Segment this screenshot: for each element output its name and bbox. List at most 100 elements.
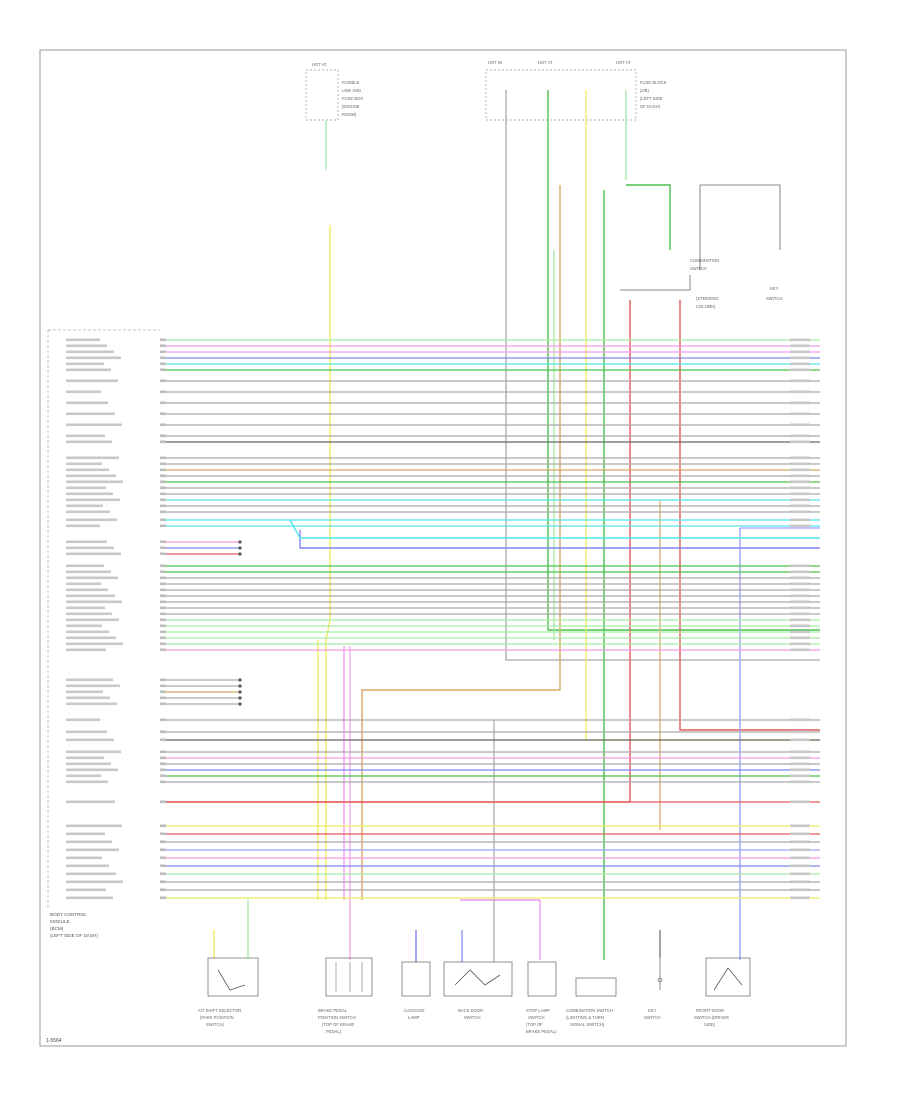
pin-label-mark	[66, 718, 100, 722]
wire-color-mark	[790, 636, 810, 640]
wire-color-mark	[790, 468, 810, 472]
pin-label-mark	[66, 648, 106, 652]
wire-color-mark	[790, 832, 810, 836]
pin-label-mark	[66, 750, 121, 754]
svg-text:SWITCH: SWITCH	[766, 296, 783, 301]
pin-number-mark	[160, 350, 166, 354]
wire-color-mark	[790, 824, 810, 828]
pin-number-mark	[160, 738, 166, 742]
pin-label-mark	[66, 518, 117, 522]
pin-number-mark	[160, 648, 166, 652]
pin-label-mark	[66, 768, 118, 772]
pin-label-mark	[66, 462, 102, 466]
svg-text:(J/B): (J/B)	[640, 88, 649, 93]
wire-color-mark	[790, 648, 810, 652]
pin-number-mark	[160, 564, 166, 568]
pin-label-mark	[66, 696, 110, 700]
pin-number-mark	[160, 696, 166, 700]
pin-number-mark	[160, 730, 166, 734]
svg-text:SWITCH: SWITCH	[464, 1015, 481, 1020]
horizontal-wires	[164, 339, 820, 899]
component-at-shift-selector: A/T SHIFT SELECTOR (PARK POSITION SWITCH…	[198, 957, 259, 1027]
pin-number-mark	[160, 618, 166, 622]
svg-text:PEDAL): PEDAL)	[326, 1029, 342, 1034]
pin-label-mark	[66, 474, 116, 478]
wire-color-mark	[790, 642, 810, 646]
wire-color-mark	[790, 774, 810, 778]
wire-green-relay	[626, 184, 671, 250]
svg-text:(LEFT SIDE: (LEFT SIDE	[640, 96, 663, 101]
wire-color-mark	[790, 606, 810, 610]
svg-text:SIDE): SIDE)	[704, 1022, 716, 1027]
pin-label-mark	[66, 636, 116, 640]
svg-text:STOP LAMP: STOP LAMP	[526, 1008, 550, 1013]
pin-label-mark	[66, 848, 119, 852]
pin-number-mark	[160, 540, 166, 544]
svg-text:KEY: KEY	[770, 286, 779, 291]
pin-number-mark	[160, 518, 166, 522]
svg-text:SWITCH: SWITCH	[644, 1015, 661, 1020]
wire-gray-right	[505, 90, 820, 661]
pin-number-mark	[160, 880, 166, 884]
pin-number-mark	[160, 570, 166, 574]
wire-color-mark	[790, 350, 810, 354]
pin-number-mark	[160, 344, 166, 348]
pin-number-mark	[160, 546, 166, 550]
svg-text:(BCM): (BCM)	[50, 926, 64, 931]
svg-text:HOT AT: HOT AT	[616, 60, 631, 65]
pin-label-mark	[66, 576, 118, 580]
pin-label-mark	[66, 780, 108, 784]
pin-number-mark	[160, 690, 166, 694]
wire-color-mark	[790, 486, 810, 490]
svg-text:SWITCH (DRIVER: SWITCH (DRIVER	[694, 1015, 729, 1020]
pin-number-mark	[160, 840, 166, 844]
pin-number-mark	[160, 362, 166, 366]
svg-text:COMBINATION: COMBINATION	[690, 258, 719, 263]
pin-number-mark	[160, 356, 166, 360]
wire-color-mark	[790, 474, 810, 478]
pin-label-mark	[66, 350, 114, 354]
pin-number-mark	[160, 888, 166, 892]
wire-color-mark	[790, 840, 810, 844]
pin-label-mark	[66, 600, 122, 604]
pin-label-mark	[66, 606, 105, 610]
wire-color-mark	[790, 564, 810, 568]
svg-text:POSITION SWITCH: POSITION SWITCH	[318, 1015, 356, 1020]
wire-color-mark	[790, 570, 810, 574]
wire-color-mark	[790, 524, 810, 528]
svg-text:COMBINATION SWITCH: COMBINATION SWITCH	[566, 1008, 613, 1013]
svg-text:LUGGAGE: LUGGAGE	[404, 1008, 425, 1013]
pin-number-mark	[160, 630, 166, 634]
pin-label-mark	[66, 678, 113, 682]
wire-color-mark	[790, 762, 810, 766]
svg-text:BODY CONTROL: BODY CONTROL	[50, 912, 87, 917]
connector-dot	[238, 702, 242, 706]
pin-label-mark	[66, 564, 104, 568]
wire-color-mark	[790, 750, 810, 754]
svg-text:ROOM): ROOM)	[342, 112, 357, 117]
pin-number-mark	[160, 678, 166, 682]
svg-text:BACK DOOR: BACK DOOR	[458, 1008, 483, 1013]
pin-number-mark	[160, 582, 166, 586]
relay-box: COMBINATION SWITCH (STEERING COLUMN) KEY…	[620, 184, 783, 309]
wire-color-mark	[790, 612, 810, 616]
pin-label-mark	[66, 888, 106, 892]
pin-number-mark	[160, 824, 166, 828]
wire-yellow-bcm	[325, 225, 331, 900]
wire-color-mark	[790, 434, 810, 438]
wire-color-mark	[790, 462, 810, 466]
pin-label-mark	[66, 412, 115, 416]
pin-label-mark	[66, 832, 105, 836]
svg-text:(STEERING: (STEERING	[696, 296, 719, 301]
footer-code: 1-5564	[46, 1038, 62, 1044]
pin-label-mark	[66, 440, 112, 444]
wire-color-mark	[790, 780, 810, 784]
svg-text:(TOP OF: (TOP OF	[526, 1022, 543, 1027]
wire-color-mark	[790, 864, 810, 868]
pin-number-mark	[160, 412, 166, 416]
pin-label-mark	[66, 774, 101, 778]
pin-number-mark	[160, 768, 166, 772]
pin-label-mark	[66, 702, 117, 706]
wire-color-mark	[790, 576, 810, 580]
wire-color-mark	[790, 896, 810, 900]
